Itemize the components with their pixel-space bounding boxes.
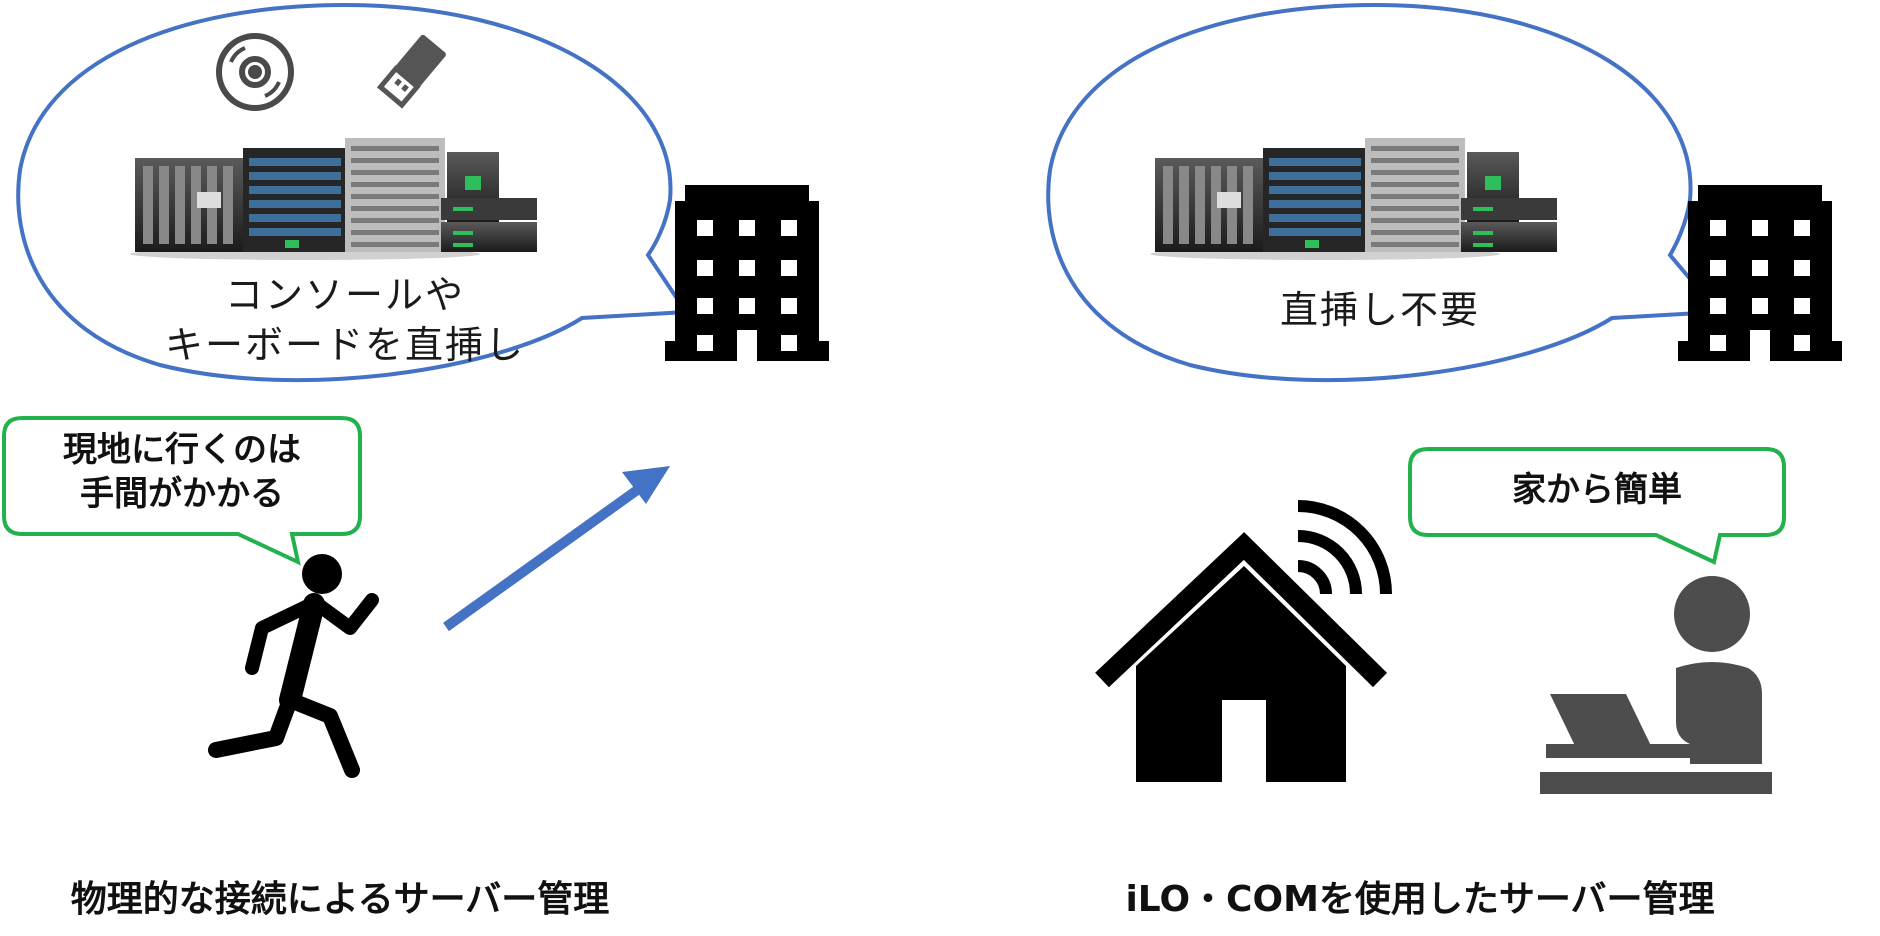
caption-left: 物理的な接続によるサーバー管理 [70, 879, 610, 920]
callout-left [2, 416, 362, 566]
callout-right [1408, 447, 1786, 565]
callout-text-left: 現地に行くのは 手間がかかる [14, 428, 350, 516]
callout-line-1: 現地に行くのは [63, 430, 301, 470]
caption-right: iLO・COMを使用したサーバー管理 [1125, 879, 1715, 920]
bubble-text-right: 直挿し不要 [1279, 288, 1480, 332]
usb-drive-icon [376, 34, 446, 109]
bubble-line-2: キーボードを直挿し [164, 323, 525, 367]
smart-home-icon [1095, 500, 1392, 782]
disc-icon [216, 33, 294, 111]
office-building-icon-right [1678, 185, 1842, 361]
running-person-icon [208, 554, 379, 778]
bubble-line-1: コンソールや [224, 273, 465, 317]
callout-text-right: 家から簡単 [1512, 470, 1682, 510]
callout-line-2: 手間がかかる [80, 474, 284, 514]
office-building-icon [665, 185, 829, 361]
remote-worker-icon [1540, 576, 1772, 794]
bubble-text-left: コンソールや キーボードを直挿し [155, 270, 535, 370]
arrow-icon [443, 466, 670, 632]
